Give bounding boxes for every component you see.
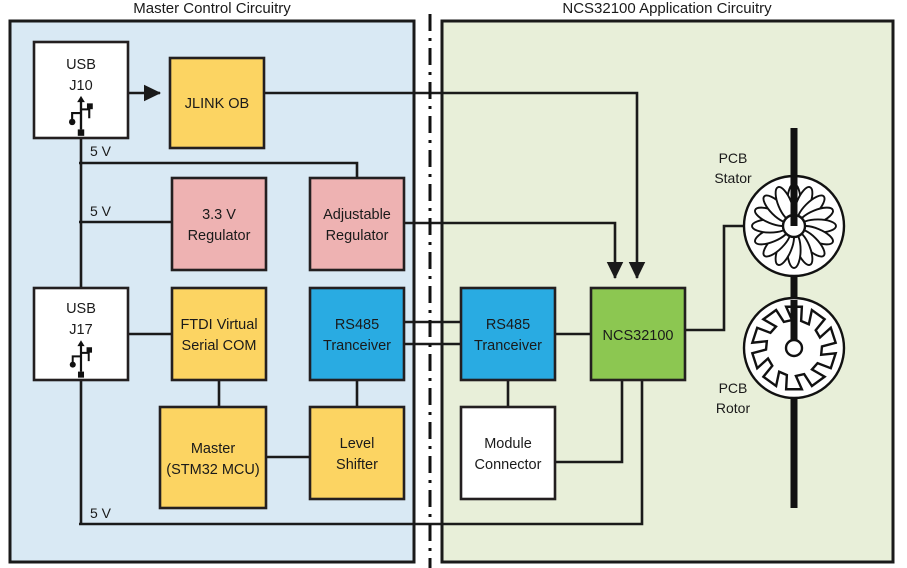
- block-module-connector-label-line1: Module: [484, 436, 532, 452]
- pcb-rotor-label-line2: Rotor: [716, 400, 751, 416]
- pcb-stator-graphic[interactable]: [742, 160, 846, 278]
- block-ftdi-virtual-serial-com-rect[interactable]: [170, 286, 268, 382]
- block-usb-j10-label-line2: J10: [69, 78, 92, 94]
- block-rs485-transceiver-master[interactable]: RS485 Tranceiver: [308, 286, 406, 382]
- block-jlink-ob-label: JLINK OB: [185, 96, 249, 112]
- panel-master-control-title: Master Control Circuitry: [133, 0, 291, 17]
- block-master-stm32-mcu-label-line2: (STM32 MCU): [166, 462, 259, 478]
- wire-rail-top-to-adjustable: [79, 161, 359, 178]
- block-module-connector[interactable]: Module Connector: [459, 405, 557, 501]
- block-ftdi-virtual-serial-com-label-line2: Serial COM: [182, 338, 257, 354]
- block-rs485-transceiver-app-label-line2: Tranceiver: [474, 338, 542, 354]
- wire-module-to-ncs32100: [555, 380, 624, 464]
- block-rs485-transceiver-master-rect[interactable]: [308, 286, 406, 382]
- pcb-stator-label-line2: Stator: [714, 170, 752, 186]
- block-regulator-3v3-rect[interactable]: [170, 176, 268, 272]
- block-adjustable-regulator-rect[interactable]: [308, 176, 406, 272]
- pcb-rotor-graphic[interactable]: [742, 296, 846, 400]
- block-ncs32100-label: NCS32100: [603, 328, 674, 344]
- block-module-connector-rect[interactable]: [459, 405, 557, 501]
- usb-icon: [68, 95, 93, 136]
- pcb-stator-label: PCB Stator: [714, 150, 752, 186]
- block-usb-j10[interactable]: USB J10: [32, 40, 130, 140]
- pcb-rotor-label: PCB Rotor: [716, 380, 751, 416]
- wire-group: [79, 84, 746, 526]
- block-ncs32100[interactable]: NCS32100: [589, 286, 687, 382]
- block-ftdi-virtual-serial-com[interactable]: FTDI Virtual Serial COM: [170, 286, 268, 382]
- block-usb-j17-label-line2: J17: [69, 322, 92, 338]
- block-ftdi-virtual-serial-com-label-line1: FTDI Virtual: [180, 317, 257, 333]
- pcb-rotor-hub: [784, 338, 804, 358]
- block-regulator-3v3-label-line2: Regulator: [188, 228, 251, 244]
- block-master-stm32-mcu-rect[interactable]: [158, 405, 268, 510]
- wire-ncs32100-to-stator: [685, 224, 746, 332]
- block-adjustable-regulator-label-line1: Adjustable: [323, 207, 391, 223]
- block-regulator-3v3[interactable]: 3.3 V Regulator: [170, 176, 268, 272]
- block-jlink-ob-rect[interactable]: [168, 56, 266, 150]
- block-usb-j17[interactable]: USB J17: [32, 286, 130, 382]
- block-master-stm32-mcu[interactable]: Master (STM32 MCU): [158, 405, 268, 510]
- block-level-shifter-label-line1: Level: [340, 436, 375, 452]
- wire-rail-bottom-bus: [79, 380, 644, 526]
- rail-5v-top-label: 5 V: [90, 143, 112, 159]
- block-regulator-3v3-label-line1: 3.3 V: [202, 207, 236, 223]
- wire-jlink-to-ncs32100: [264, 91, 646, 280]
- block-rs485-transceiver-app-label-line1: RS485: [486, 317, 530, 333]
- pcb-stator-label-line1: PCB: [719, 150, 748, 166]
- block-jlink-ob[interactable]: JLINK OB: [168, 56, 266, 150]
- panel-ncs32100-application-title: NCS32100 Application Circuitry: [562, 0, 772, 17]
- block-level-shifter-label-line2: Shifter: [336, 457, 378, 473]
- rail-5v-bottom-label: 5 V: [90, 505, 112, 521]
- block-rs485-transceiver-app[interactable]: RS485 Tranceiver: [459, 286, 557, 382]
- wire-adjustable-to-ncs32100: [404, 221, 624, 280]
- rail-5v-mid-label: 5 V: [90, 203, 112, 219]
- block-rs485-transceiver-master-label-line1: RS485: [335, 317, 379, 333]
- block-level-shifter[interactable]: Level Shifter: [308, 405, 406, 501]
- usb-icon: [69, 340, 93, 378]
- block-adjustable-regulator[interactable]: Adjustable Regulator: [308, 176, 406, 272]
- block-usb-j17-label-line1: USB: [66, 301, 96, 317]
- block-level-shifter-rect[interactable]: [308, 405, 406, 501]
- block-module-connector-label-line2: Connector: [475, 457, 542, 473]
- block-master-stm32-mcu-label-line1: Master: [191, 441, 235, 457]
- block-rs485-transceiver-app-rect[interactable]: [459, 286, 557, 382]
- pcb-rotor-label-line1: PCB: [719, 380, 748, 396]
- block-ncs32100-rect[interactable]: [589, 286, 687, 382]
- block-adjustable-regulator-label-line2: Regulator: [326, 228, 389, 244]
- block-rs485-transceiver-master-label-line2: Tranceiver: [323, 338, 391, 354]
- block-usb-j10-label-line1: USB: [66, 57, 96, 73]
- rail-label-group: 5 V 5 V 5 V: [90, 143, 112, 521]
